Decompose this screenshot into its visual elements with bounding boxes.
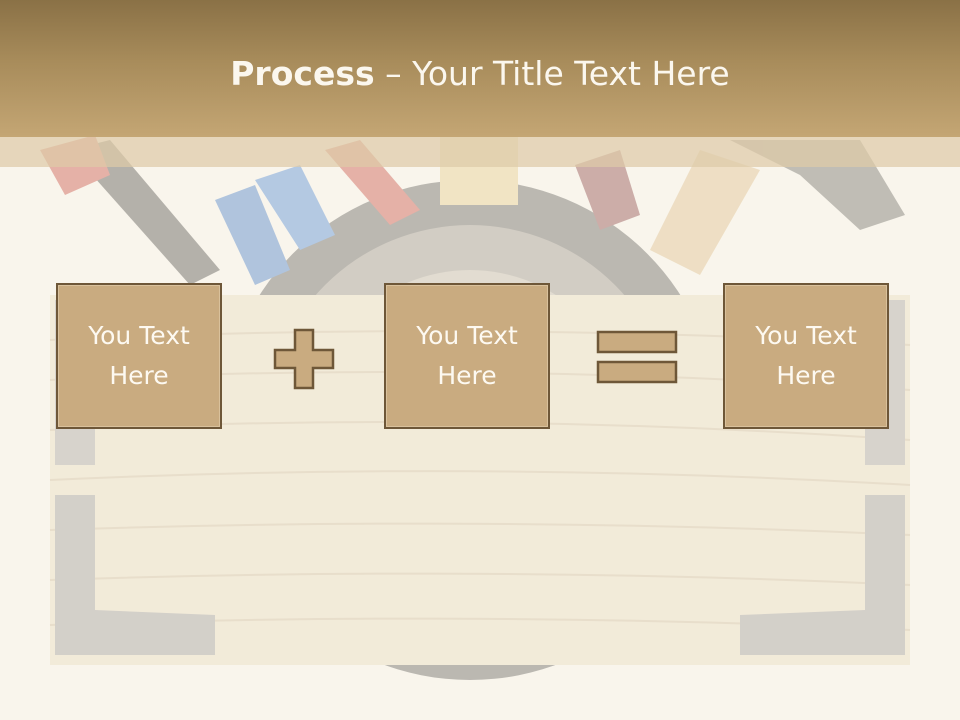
slide-title-rest: – Your Title Text Here <box>374 54 730 93</box>
equals-icon <box>596 330 678 384</box>
title-bar <box>0 0 960 137</box>
process-box-1[interactable]: You Text Here <box>56 283 222 429</box>
process-box-3-text: You Text Here <box>755 321 857 390</box>
process-box-3[interactable]: You Text Here <box>723 283 889 429</box>
slide-title-bold: Process <box>230 54 375 93</box>
slide-title: Process – Your Title Text Here <box>0 52 960 96</box>
process-box-1-text: You Text Here <box>88 321 190 390</box>
process-box-2-text: You Text Here <box>416 321 518 390</box>
title-accent-strip <box>0 137 960 167</box>
process-box-2[interactable]: You Text Here <box>384 283 550 429</box>
plus-icon <box>273 328 335 390</box>
